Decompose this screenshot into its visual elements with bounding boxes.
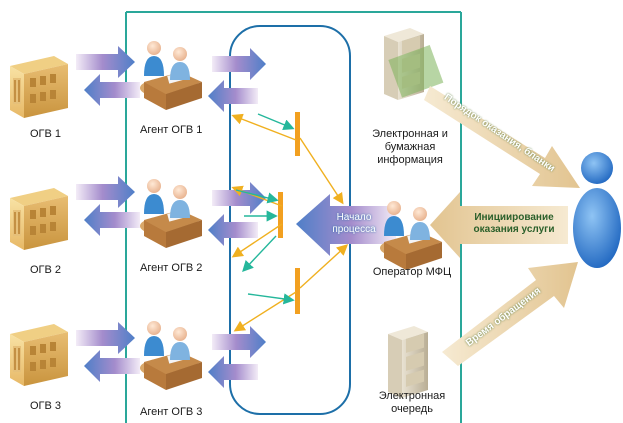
initiation-label: Инициирование оказания услуги (468, 212, 560, 236)
info-label-line2: бумажная (384, 141, 436, 153)
arrow-agent3-right (212, 326, 266, 358)
agent-at-desk-icon (140, 41, 202, 110)
bar-middle (278, 192, 283, 238)
ogv-2-label: ОГВ 2 (30, 264, 62, 276)
info-label: Электронная и бумажная информация (364, 128, 456, 167)
agent-3-label: Агент ОГВ 3 (140, 406, 203, 418)
arrow-ogv1-to-agent (76, 46, 135, 78)
arrow-order-forms (424, 86, 580, 188)
bar-bottom (295, 268, 300, 314)
info-label-line1: Электронная и (372, 128, 448, 140)
building-icon (10, 324, 68, 386)
arrow-agent-to-ogv3 (84, 350, 140, 382)
queue-label-line2: очередь (391, 403, 433, 415)
agent-at-desk-icon (380, 201, 442, 270)
process-start-arrow (296, 194, 396, 256)
arrow-agent2-left (208, 214, 258, 246)
process-start-line2: процесса (332, 224, 376, 235)
arrow-agent2-right (212, 182, 266, 214)
arrow-agent1-left (208, 80, 258, 112)
initiation-line2: оказания услуги (473, 224, 555, 235)
initiation-line1: Инициирование (474, 212, 554, 223)
documents-icon (388, 44, 444, 98)
user-icon (573, 152, 621, 268)
queue-label-line1: Электронная (378, 390, 446, 402)
bar-top (295, 112, 300, 156)
arrow-agent-to-ogv2 (84, 204, 140, 236)
arrow-ogv3-to-agent (76, 322, 135, 354)
info-label-line3: информация (377, 154, 443, 166)
agent-1-label: Агент ОГВ 1 (140, 124, 203, 136)
building-icon (10, 188, 68, 250)
arrow-ogv2-to-agent (76, 176, 135, 208)
arrow-initiation (430, 192, 568, 258)
ogv-3-label: ОГВ 3 (30, 400, 62, 412)
process-start-label: Начало процесса (330, 212, 378, 236)
arrow-agent3-left (208, 356, 258, 388)
agent-at-desk-icon (140, 179, 202, 248)
arrow-agent1-right (212, 48, 266, 80)
ogv-1-label: ОГВ 1 (30, 128, 62, 140)
building-icon (10, 56, 68, 118)
process-start-line1: Начало (336, 212, 372, 223)
operator-label: Оператор МФЦ (372, 266, 452, 278)
arrow-agent-to-ogv1 (84, 74, 140, 106)
agent-2-label: Агент ОГВ 2 (140, 262, 203, 274)
filing-cabinet-icon (388, 326, 428, 398)
agent-at-desk-icon (140, 321, 202, 390)
arrow-time (442, 262, 578, 366)
queue-label: Электронная очередь (370, 390, 454, 416)
